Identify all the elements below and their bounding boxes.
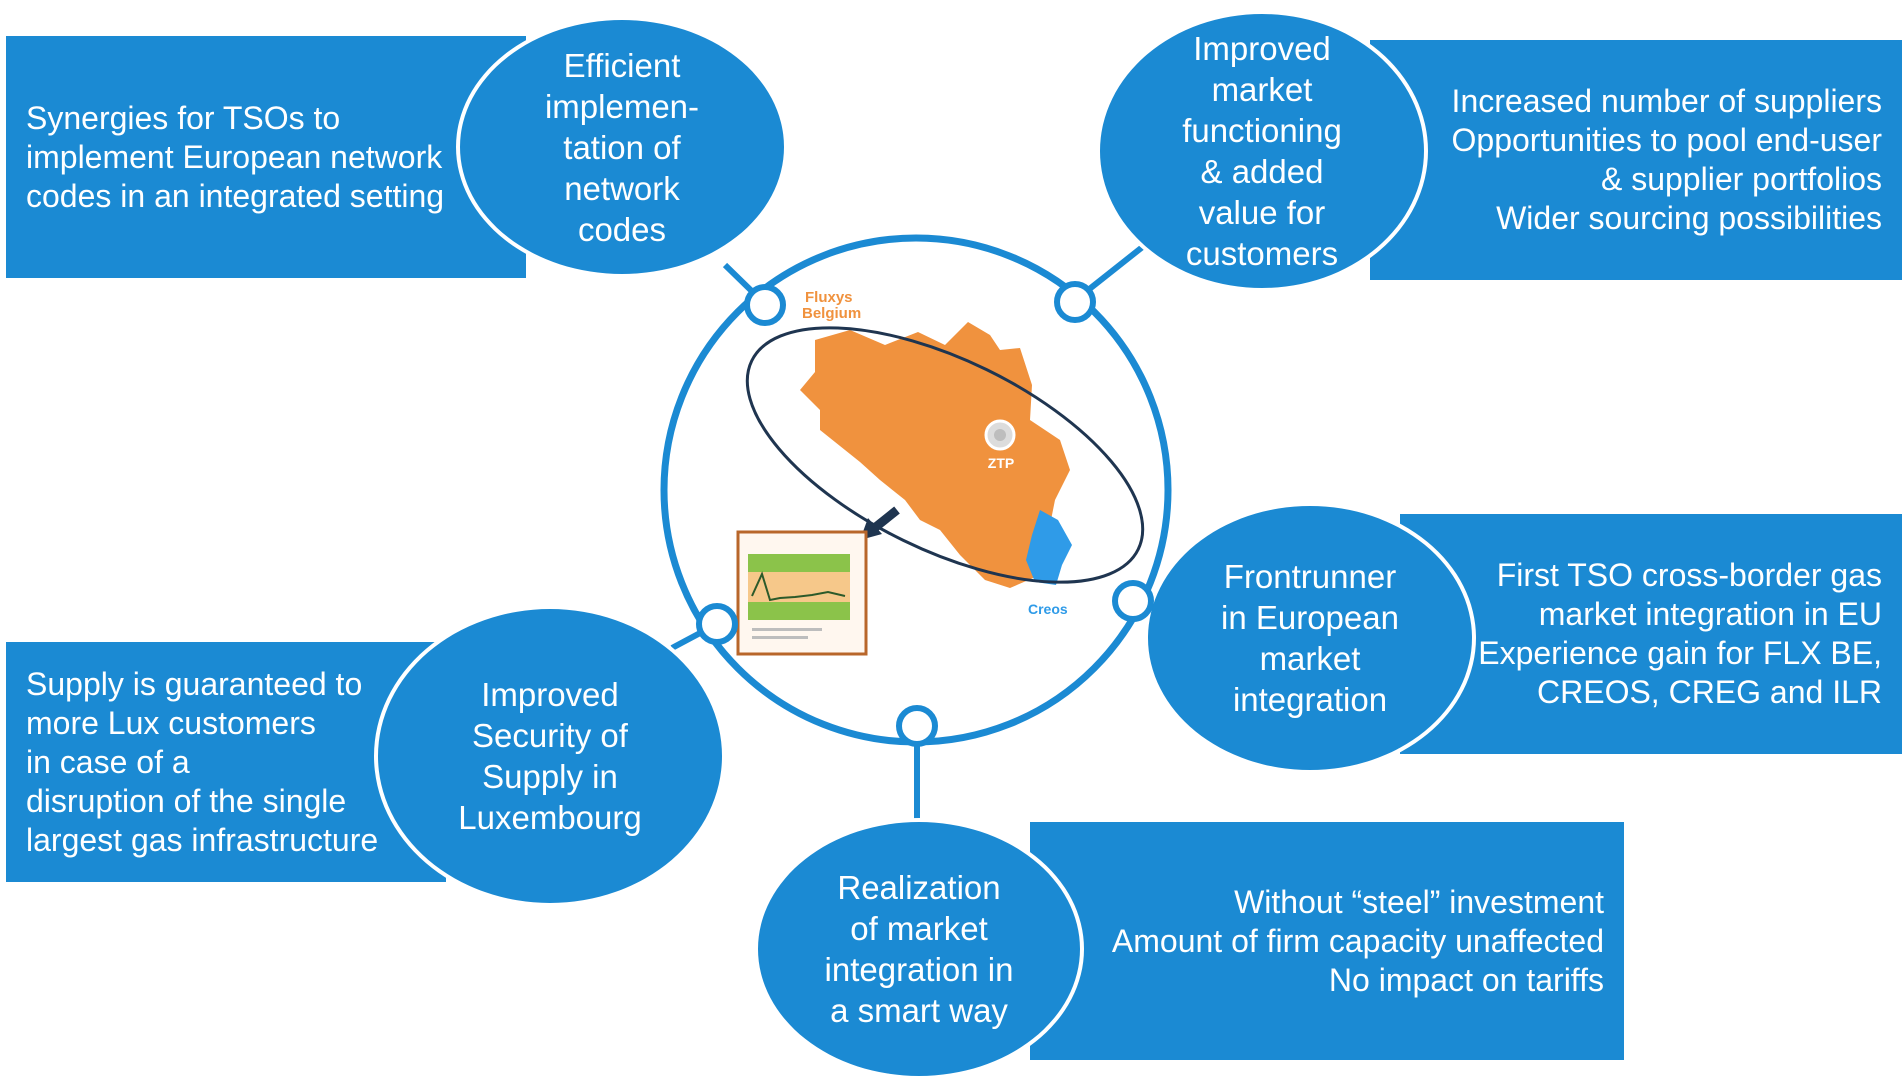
detail-line: market integration in EU	[1538, 596, 1882, 632]
bottom-bubble-text: Realization of market integration in a s…	[825, 867, 1014, 1031]
top-left-detail-text: Synergies for TSOs to implement European…	[26, 99, 444, 216]
bubble-line: Realization	[837, 869, 1001, 906]
detail-line: Without “steel” investment	[1234, 883, 1604, 920]
detail-line: Wider sourcing possibilities	[1496, 200, 1882, 236]
middle-right-detail-box: First TSO cross-border gas market integr…	[1400, 514, 1902, 754]
detail-line: Increased number of suppliers	[1451, 83, 1882, 119]
bubble-line: & added	[1200, 153, 1324, 190]
bubble-line: Supply in	[482, 758, 618, 795]
top-right-detail-text: Increased number of suppliers Opportunit…	[1452, 82, 1882, 238]
bubble-line: tation of	[563, 128, 681, 166]
detail-line: more Lux customers	[26, 704, 316, 741]
bubble-line: market	[1259, 640, 1361, 677]
top-left-bubble: Efficient implemen- tation of network co…	[456, 16, 788, 278]
bottom-left-detail-text: Supply is guaranteed to more Lux custome…	[26, 665, 378, 860]
chart-thumbnail	[736, 530, 868, 656]
detail-line: & supplier portfolios	[1600, 161, 1882, 197]
bubble-line: Frontrunner	[1223, 558, 1397, 595]
ztp-label: ZTP	[988, 455, 1014, 471]
detail-line: implement European network	[26, 138, 443, 175]
node-bottom-left	[696, 603, 738, 645]
bubble-line: value for	[1198, 194, 1326, 231]
bubble-line: Improved	[1193, 30, 1331, 67]
detail-line: First TSO cross-border gas	[1496, 557, 1882, 593]
bottom-bubble: Realization of market integration in a s…	[754, 818, 1084, 1080]
bubble-line: network	[564, 169, 680, 207]
bubble-line: in European	[1221, 599, 1399, 636]
node-top-right	[1054, 281, 1096, 323]
middle-right-bubble: Frontrunner in European market integrati…	[1144, 502, 1476, 774]
detail-line: disruption of the single	[26, 782, 347, 819]
bottom-left-bubble: Improved Security of Supply in Luxembour…	[374, 605, 726, 907]
detail-line: Opportunities to pool end-user	[1451, 122, 1882, 158]
middle-right-bubble-text: Frontrunner in European market integrati…	[1221, 556, 1399, 720]
fluxys-label-line2: Belgium	[802, 305, 861, 322]
belgium-map-shape	[800, 322, 1070, 588]
detail-line: CREOS, CREG and ILR	[1537, 674, 1882, 710]
detail-line: in case of a	[26, 743, 190, 780]
middle-right-detail-text: First TSO cross-border gas market integr…	[1478, 556, 1882, 712]
top-right-bubble: Improved market functioning & added valu…	[1096, 10, 1428, 292]
bubble-line: implemen-	[544, 87, 700, 125]
bubble-line: of market	[850, 910, 988, 947]
bottom-left-detail-box: Supply is guaranteed to more Lux custome…	[6, 642, 446, 882]
node-mid-right	[1112, 580, 1154, 622]
detail-line: Supply is guaranteed to	[26, 665, 363, 702]
bubble-line: a smart way	[830, 992, 1008, 1029]
bubble-line: functioning	[1182, 112, 1342, 149]
top-right-detail-box: Increased number of suppliers Opportunit…	[1370, 40, 1902, 280]
bubble-line: integration	[1232, 681, 1388, 718]
detail-line: No impact on tariffs	[1328, 961, 1604, 998]
bubble-line: Luxembourg	[458, 799, 642, 836]
node-bottom	[896, 705, 938, 747]
bubble-line: integration in	[824, 951, 1014, 988]
bubble-line: market	[1211, 71, 1313, 108]
creos-label: Creos	[1028, 601, 1068, 617]
luxembourg-map-shape	[1026, 510, 1072, 585]
detail-line: Amount of firm capacity unaffected	[1111, 922, 1604, 959]
bubble-line: Improved	[481, 676, 619, 713]
market-integration-ellipse	[745, 326, 1145, 584]
detail-line: Experience gain for FLX BE,	[1478, 635, 1882, 671]
top-right-bubble-text: Improved market functioning & added valu…	[1182, 28, 1342, 274]
bubble-line: customers	[1185, 235, 1339, 272]
bubble-line: Efficient	[563, 46, 681, 84]
detail-line: Synergies for TSOs to	[26, 99, 341, 136]
fluxys-label-line1: Fluxys	[805, 289, 853, 306]
bottom-detail-text: Without “steel” investment Amount of fir…	[1112, 883, 1604, 1000]
bubble-line: Security of	[472, 717, 628, 754]
bottom-left-bubble-text: Improved Security of Supply in Luxembour…	[458, 674, 641, 838]
detail-line: codes in an integrated setting	[26, 177, 445, 214]
bubble-line: codes	[577, 210, 667, 248]
ztp-marker-icon	[984, 419, 1016, 451]
top-left-detail-box: Synergies for TSOs to implement European…	[6, 36, 526, 278]
bottom-detail-box: Without “steel” investment Amount of fir…	[1030, 822, 1624, 1060]
detail-line: largest gas infrastructure	[26, 821, 379, 858]
top-left-bubble-text: Efficient implemen- tation of network co…	[545, 45, 699, 250]
node-top-left	[744, 284, 786, 326]
